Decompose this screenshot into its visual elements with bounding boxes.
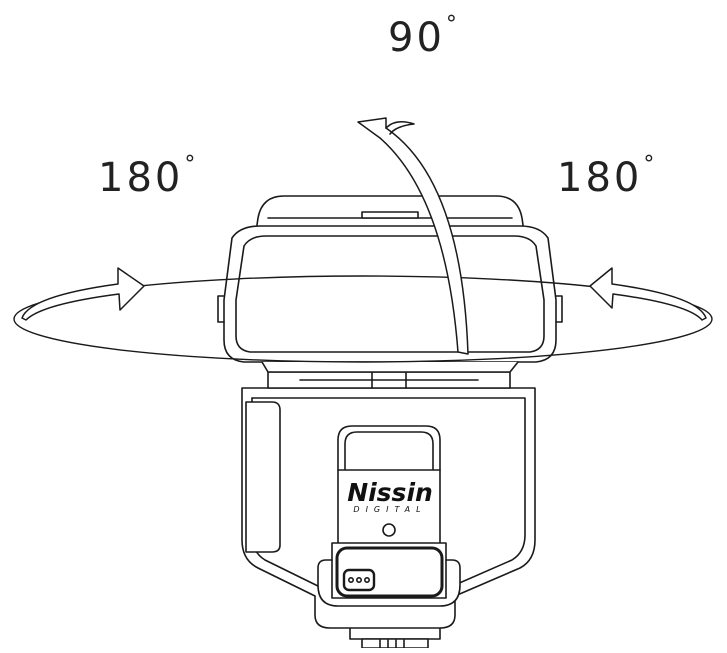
swivel-right-degree-symbol: ° — [643, 152, 658, 177]
brand-subtitle: DIGITAL — [353, 505, 427, 514]
swivel-path — [13, 275, 713, 363]
tilt-degree-symbol: ° — [445, 12, 460, 37]
swivel-left-degree-symbol: ° — [184, 152, 199, 177]
tilt-angle-value: 90 — [388, 15, 445, 61]
flash-head — [217, 195, 563, 373]
swivel-arrow-left-icon — [21, 267, 145, 321]
swivel-left-label: 180° — [98, 154, 198, 201]
front-panel — [337, 425, 441, 546]
swivel-right-value: 180 — [557, 155, 643, 201]
hot-shoe-foot — [349, 626, 441, 649]
connector-module — [317, 542, 461, 607]
brand-logo: Nissin — [347, 478, 433, 507]
swivel-right-label: 180° — [557, 154, 657, 201]
swivel-left-value: 180 — [98, 155, 184, 201]
tilt-angle-label: 90° — [388, 14, 460, 61]
swivel-arrow-right-icon — [589, 267, 707, 321]
tilt-arrow-icon — [357, 117, 469, 355]
